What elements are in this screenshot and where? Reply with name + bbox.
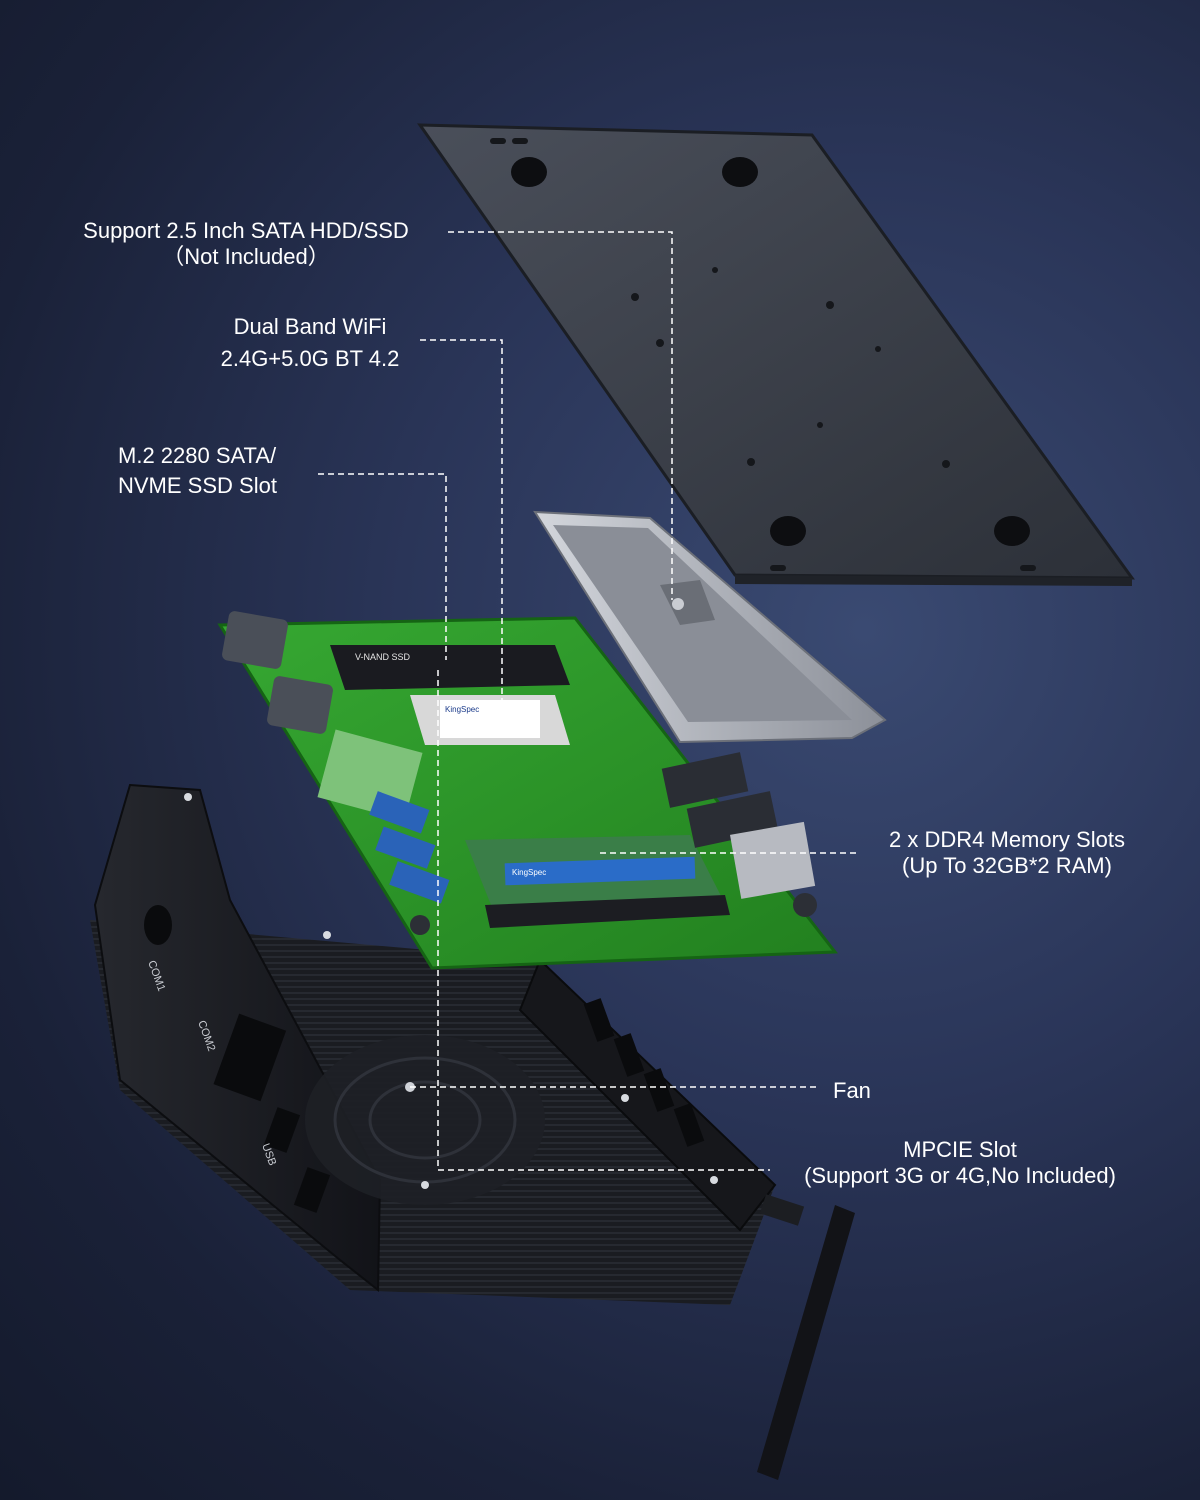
- usb-ports: [369, 791, 450, 904]
- msata-ssd: KingSpec: [410, 695, 570, 745]
- motherboard: V-NAND SSD KingSpec KingSpec: [217, 611, 838, 970]
- leader-lines: [318, 231, 860, 1171]
- bottom-cover-plate: [417, 123, 1135, 586]
- leader-line-hdd: [448, 231, 673, 600]
- callout-mpcie: MPCIE Slot (Support 3G or 4G,No Included…: [780, 1137, 1140, 1189]
- callout-m2: M.2 2280 SATA/ NVME SSD Slot: [118, 443, 277, 499]
- com-port-connector: [222, 611, 288, 669]
- rubber-foot: [511, 157, 547, 187]
- leader-line-m2: [318, 473, 447, 660]
- rubber-foot: [722, 157, 758, 187]
- svg-text:V-NAND SSD: V-NAND SSD: [355, 652, 411, 662]
- callout-wifi-line2: 2.4G+5.0G BT 4.2: [220, 346, 400, 371]
- callout-wifi: Dual Band WiFi 2.4G+5.0G BT 4.2: [195, 314, 425, 372]
- callout-ddr4-line1: 2 x DDR4 Memory Slots: [889, 827, 1125, 852]
- aluminium-chassis: COM1 COM2 USB: [90, 783, 777, 1305]
- callout-mpcie-line1: MPCIE Slot: [903, 1137, 1017, 1162]
- callout-ddr4-line2: (Up To 32GB*2 RAM): [902, 853, 1112, 878]
- svg-text:KingSpec: KingSpec: [445, 705, 479, 714]
- callout-hdd: Support 2.5 Inch SATA HDD/SSD （Not Inclu…: [58, 218, 434, 270]
- wifi-antenna: [757, 1194, 855, 1480]
- ddr4-ram-module: KingSpec: [465, 835, 730, 928]
- com-port-connector: [267, 676, 333, 734]
- hdd-bracket: [533, 510, 887, 744]
- callout-fan: Fan: [833, 1078, 871, 1104]
- m2-ssd: V-NAND SSD: [330, 645, 570, 690]
- callout-fan-line1: Fan: [833, 1078, 871, 1103]
- rubber-foot: [994, 516, 1030, 546]
- fan: [305, 1035, 545, 1205]
- callout-hdd-line2: （Not Included）: [162, 244, 330, 269]
- callout-m2-line1: M.2 2280 SATA/: [118, 443, 277, 468]
- callout-wifi-line1: Dual Band WiFi: [233, 314, 387, 339]
- callout-ddr4: 2 x DDR4 Memory Slots (Up To 32GB*2 RAM): [862, 827, 1152, 879]
- terminal-block: [317, 729, 423, 821]
- leader-line-wifi: [420, 339, 503, 700]
- callout-mpcie-line2: (Support 3G or 4G,No Included): [804, 1163, 1116, 1188]
- leader-line-mpcie: [437, 670, 770, 1171]
- callout-m2-line2: NVME SSD Slot: [118, 473, 277, 498]
- rubber-foot: [770, 516, 806, 546]
- svg-text:KingSpec: KingSpec: [512, 868, 546, 877]
- callout-hdd-line1: Support 2.5 Inch SATA HDD/SSD: [83, 218, 409, 243]
